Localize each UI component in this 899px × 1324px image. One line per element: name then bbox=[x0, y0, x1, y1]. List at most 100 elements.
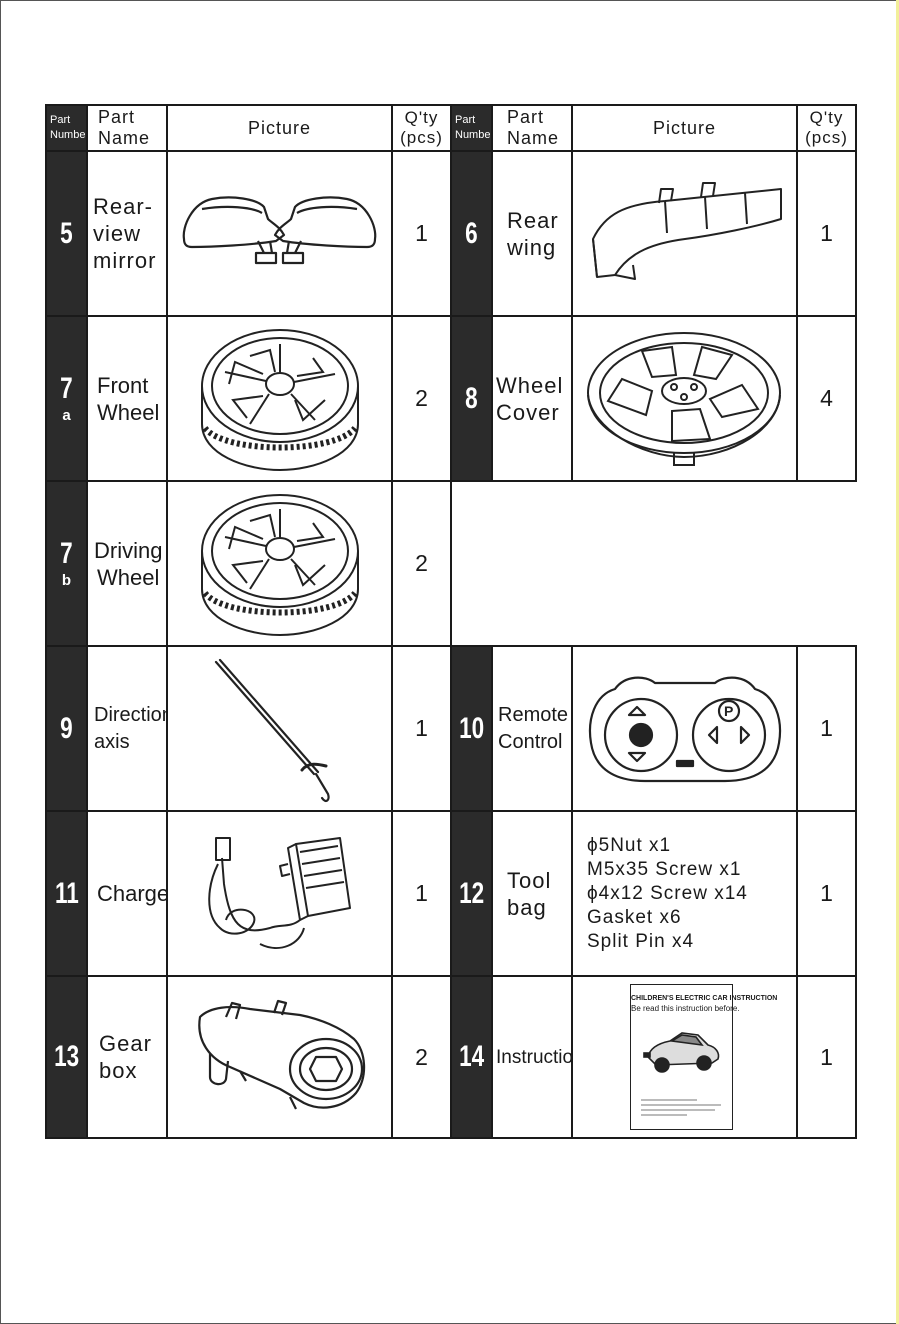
part-number-cell: 6 bbox=[450, 150, 493, 317]
manual-subtitle: Be read this instruction before. bbox=[631, 1004, 740, 1013]
part-number-cell: 14 bbox=[450, 975, 493, 1139]
qty-cell: 1 bbox=[796, 810, 857, 977]
charger-icon bbox=[207, 836, 351, 949]
qty-cell: 4 bbox=[796, 315, 857, 482]
gear-box-icon bbox=[197, 999, 365, 1110]
wheel-cover-icon bbox=[587, 331, 781, 466]
tool-bag-item: ϕ4x12 Screw x14 bbox=[587, 883, 748, 904]
picture-cell bbox=[166, 480, 393, 647]
picture-cell: P bbox=[571, 645, 798, 812]
part-name-line: mirror bbox=[93, 248, 157, 273]
header-label: Part bbox=[455, 114, 476, 126]
header-label: (pcs) bbox=[805, 128, 848, 147]
direction-axis-icon bbox=[214, 658, 330, 802]
part-name-line: Cover bbox=[496, 399, 560, 425]
driving-wheel-icon bbox=[200, 493, 359, 636]
part-name-cell: Tool bag bbox=[491, 810, 573, 977]
part-number: 13 bbox=[53, 1040, 80, 1073]
part-number-suffix: b bbox=[61, 571, 72, 589]
part-number-cell: 11 bbox=[45, 810, 88, 977]
header-label: Part bbox=[98, 107, 136, 127]
part-name-line: Rear bbox=[507, 207, 559, 233]
header-label: Part bbox=[507, 107, 545, 127]
manual-text-lines bbox=[640, 1099, 721, 1116]
rear-wing-icon bbox=[591, 181, 782, 280]
header-qty: Q'ty (pcs) bbox=[796, 104, 857, 152]
part-name-cell: Direction axis bbox=[86, 645, 173, 812]
part-name-line: wing bbox=[507, 234, 557, 260]
part-number-suffix: a bbox=[62, 406, 71, 424]
picture-cell bbox=[166, 315, 393, 482]
part-qty: 1 bbox=[415, 715, 428, 741]
tool-bag-item: M5x35 Screw x1 bbox=[587, 859, 742, 880]
tool-bag-list: ϕ5Nut x1 M5x35 Screw x1 ϕ4x12 Screw x14 … bbox=[587, 834, 748, 954]
picture-cell bbox=[166, 975, 393, 1139]
part-qty: 1 bbox=[820, 1043, 833, 1070]
part-name-cell: Instruction bbox=[491, 975, 584, 1139]
front-wheel-icon bbox=[200, 328, 359, 471]
qty-cell: 2 bbox=[391, 315, 452, 482]
header-picture: Picture bbox=[166, 104, 393, 152]
svg-text:P: P bbox=[724, 703, 733, 719]
part-name-line: Wheel bbox=[97, 564, 160, 590]
part-name-line: axis bbox=[94, 730, 130, 753]
part-number: 6 bbox=[465, 216, 478, 250]
part-number-cell: 7 a bbox=[45, 315, 88, 482]
part-qty: 1 bbox=[415, 220, 428, 246]
part-qty: 1 bbox=[820, 220, 833, 246]
part-name-cell: Rear- view mirror bbox=[86, 150, 168, 317]
part-name-cell: Wheel Cover bbox=[491, 315, 573, 482]
qty-cell: 1 bbox=[391, 150, 452, 317]
part-number-cell: 10 bbox=[450, 645, 493, 812]
part-name-line: Front bbox=[97, 372, 149, 398]
part-number-cell: 8 bbox=[450, 315, 493, 482]
header-qty: Q'ty (pcs) bbox=[391, 104, 452, 152]
header-label: Picture bbox=[247, 117, 312, 138]
picture-cell: CHILDREN'S ELECTRIC CAR INSTRUCTION Be r… bbox=[571, 975, 798, 1139]
picture-cell bbox=[166, 645, 393, 812]
part-name-line: Charger bbox=[97, 881, 177, 906]
page-edge bbox=[896, 0, 899, 1324]
qty-cell: 1 bbox=[391, 645, 452, 812]
part-name-line: view bbox=[93, 221, 142, 246]
tool-bag-item: Split Pin x4 bbox=[587, 931, 695, 952]
part-name-line: Tool bbox=[507, 867, 552, 893]
part-number-cell: 13 bbox=[45, 975, 88, 1139]
part-name-line: bag bbox=[507, 894, 547, 920]
header-label: (pcs) bbox=[400, 128, 443, 147]
part-name-line: Control bbox=[498, 730, 563, 753]
part-number-cell: 12 bbox=[450, 810, 493, 977]
picture-cell: ϕ5Nut x1 M5x35 Screw x1 ϕ4x12 Screw x14 … bbox=[571, 810, 798, 977]
header-part-name: Part Name bbox=[491, 104, 573, 152]
part-number: 7 bbox=[60, 536, 73, 570]
qty-cell: 1 bbox=[796, 645, 857, 812]
rear-view-mirror-icon bbox=[182, 195, 377, 264]
header-label: Q'ty bbox=[404, 108, 439, 127]
part-name-cell: Remote Control bbox=[491, 645, 573, 812]
header-label: Picture bbox=[652, 117, 717, 138]
part-name-cell: Driving Wheel bbox=[86, 480, 168, 647]
part-name-cell: Gear box bbox=[86, 975, 168, 1139]
qty-cell: 1 bbox=[391, 810, 452, 977]
part-qty: 2 bbox=[415, 550, 428, 576]
part-name-cell: Front Wheel bbox=[86, 315, 168, 482]
header-picture: Picture bbox=[571, 104, 798, 152]
part-name-line: Rear- bbox=[93, 194, 154, 219]
part-qty: 2 bbox=[415, 1043, 428, 1070]
part-qty: 1 bbox=[415, 880, 428, 906]
part-number-cell: 5 bbox=[45, 150, 88, 317]
picture-cell bbox=[166, 150, 393, 317]
part-name-line: Direction bbox=[94, 703, 173, 726]
instruction-manual-icon: CHILDREN'S ELECTRIC CAR INSTRUCTION Be r… bbox=[630, 984, 777, 1130]
tool-bag-item: ϕ5Nut x1 bbox=[587, 835, 672, 856]
header-part-number: Part Number bbox=[450, 104, 494, 152]
picture-cell bbox=[166, 810, 393, 977]
car-illustration-icon bbox=[642, 1032, 719, 1073]
part-name-cell: Charger bbox=[86, 810, 177, 977]
part-qty: 2 bbox=[415, 385, 428, 411]
picture-cell bbox=[571, 315, 798, 482]
part-number: 5 bbox=[60, 216, 73, 250]
part-number: 11 bbox=[54, 876, 79, 910]
part-name-line: Wheel bbox=[496, 372, 564, 398]
qty-cell: 1 bbox=[796, 975, 857, 1139]
